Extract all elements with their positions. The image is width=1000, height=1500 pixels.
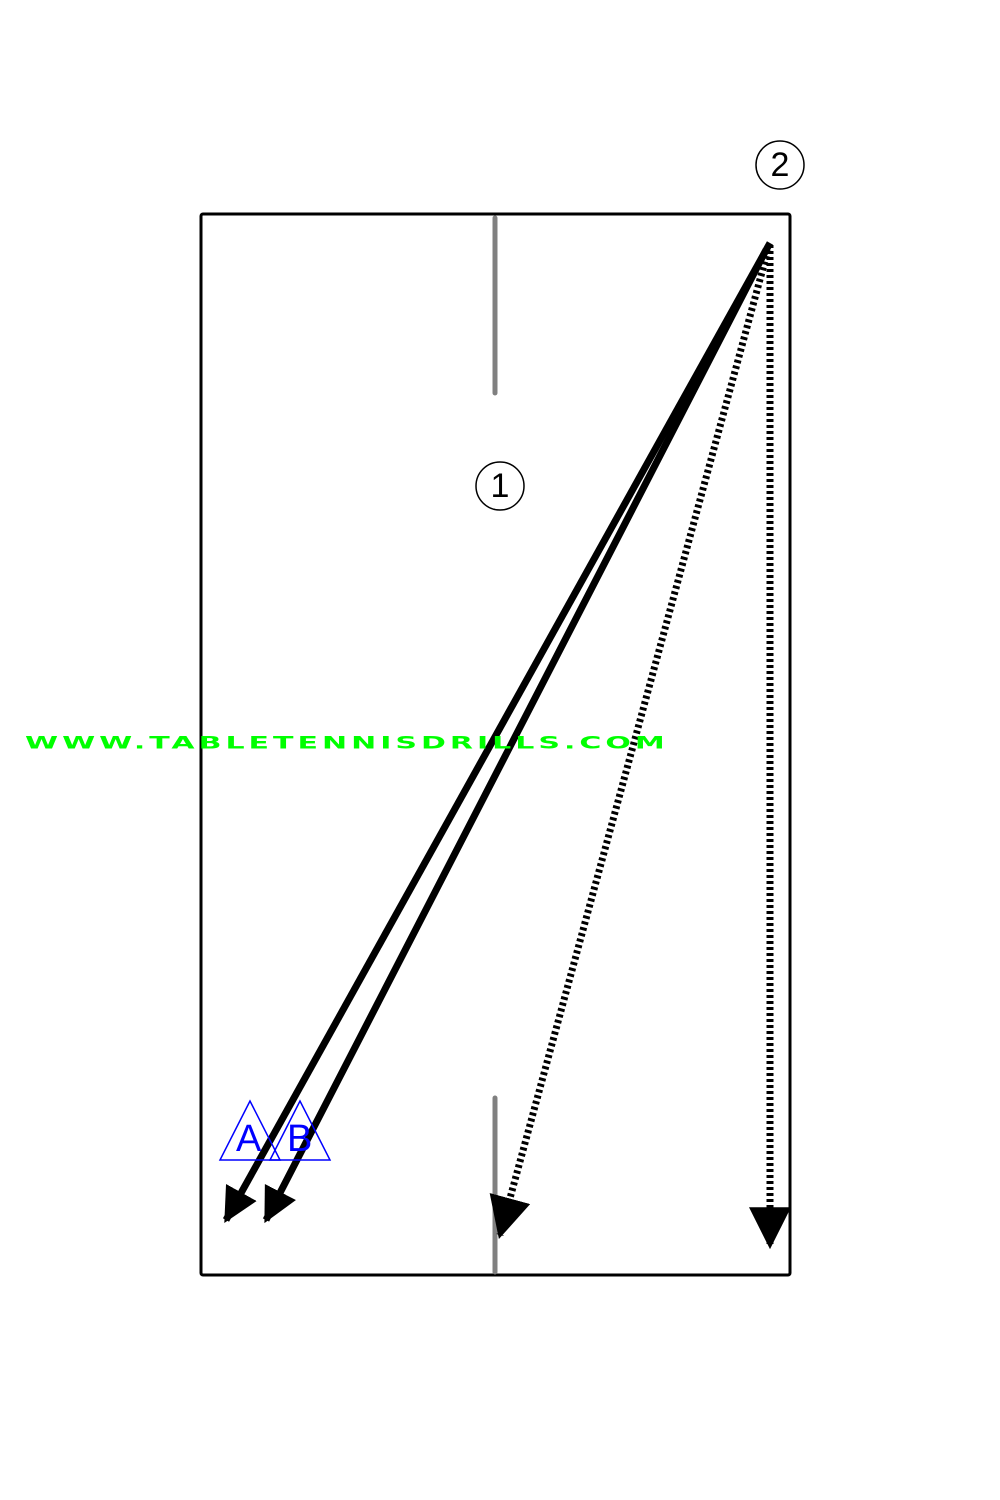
arrow-to-a bbox=[222, 241, 774, 1224]
player-2-marker bbox=[755, 140, 805, 190]
player-1-label: 1 bbox=[490, 467, 510, 505]
target-a bbox=[218, 1099, 282, 1161]
arrow-to-b bbox=[262, 248, 770, 1224]
target-b-label: B bbox=[287, 1118, 313, 1160]
watermark: WWW.TABLETENNISDRILLS.COM bbox=[25, 733, 669, 753]
target-b bbox=[268, 1099, 332, 1161]
table-outline bbox=[199, 212, 792, 1277]
player-2-label: 2 bbox=[770, 146, 790, 184]
dotted-arrow-middle bbox=[489, 249, 772, 1240]
target-a-label: A bbox=[236, 1118, 262, 1160]
player-1-marker bbox=[475, 461, 525, 511]
